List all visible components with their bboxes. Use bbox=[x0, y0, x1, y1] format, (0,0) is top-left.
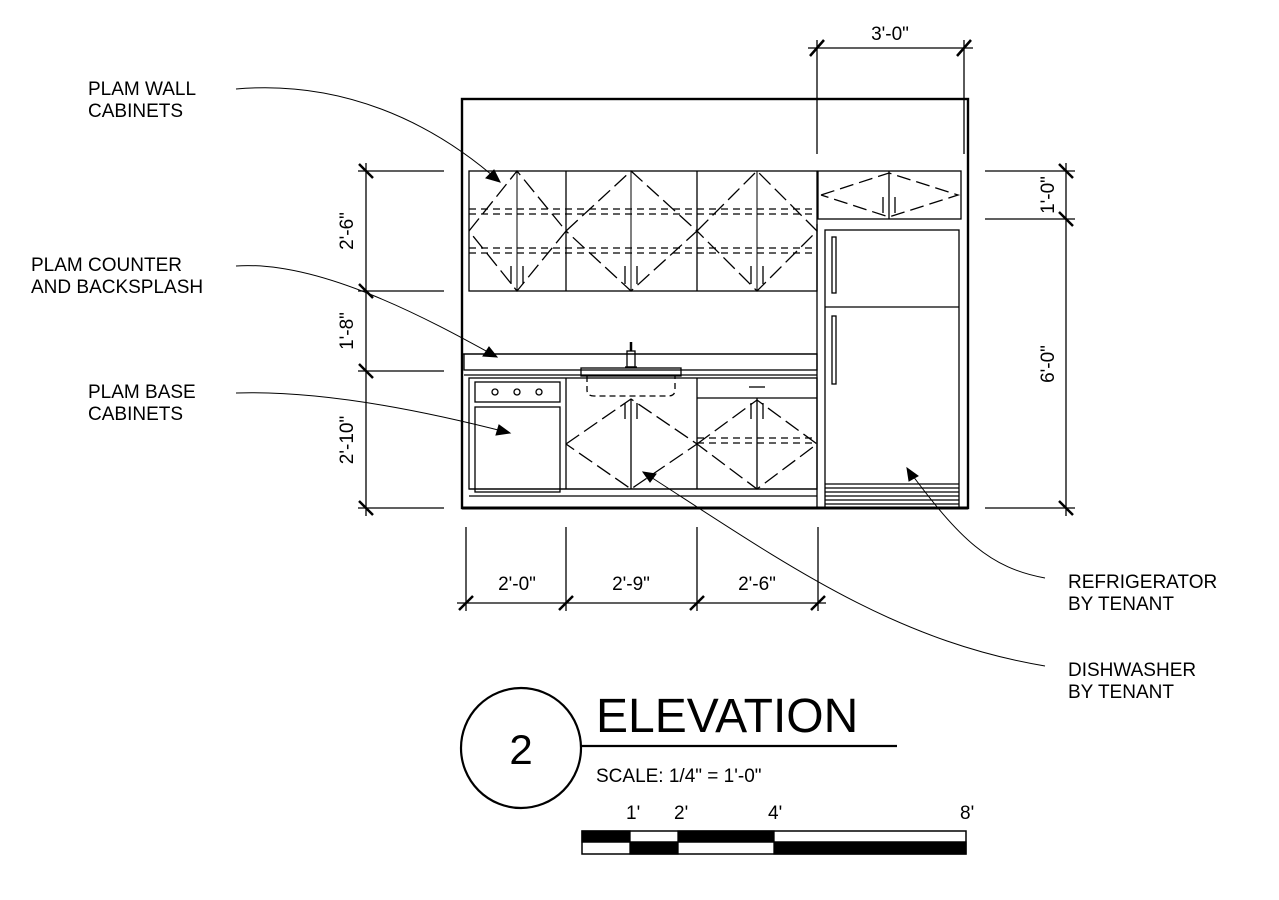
note-counter-1: PLAM COUNTER bbox=[31, 255, 182, 276]
dim-top-label: 3'-0" bbox=[871, 24, 909, 45]
drawing-scale: SCALE: 1/4" = 1'-0" bbox=[596, 766, 762, 787]
refrigerator bbox=[816, 224, 960, 509]
sink bbox=[580, 342, 682, 397]
note-dishwasher-2: BY TENANT bbox=[1068, 682, 1174, 703]
scale-bar-label-2: 2' bbox=[674, 803, 688, 824]
dim-bottom: 2'-0" 2'-9" 2'-6" bbox=[457, 527, 826, 611]
dim-counter-gap-label: 1'-8" bbox=[337, 312, 358, 350]
dim-top: 3'-0" bbox=[808, 24, 973, 154]
note-refrigerator-2: BY TENANT bbox=[1068, 594, 1174, 615]
scale-bar: 1' 2' 4' 8' bbox=[581, 803, 974, 855]
note-refrigerator-1: REFRIGERATOR bbox=[1068, 572, 1217, 593]
elevation-outline bbox=[460, 97, 970, 510]
title-block: 2 ELEVATION SCALE: 1/4" = 1'-0" bbox=[459, 686, 897, 810]
scale-bar-label-1: 1' bbox=[626, 803, 640, 824]
wall-cabinets bbox=[468, 169, 818, 293]
drawing-number-circle bbox=[459, 686, 583, 810]
drawing-number: 2 bbox=[509, 726, 532, 773]
dim-fridge-label: 6'-0" bbox=[1038, 345, 1059, 383]
sink-base-cabinet bbox=[565, 398, 699, 490]
dim-right: 1'-0" 6'-0" bbox=[985, 163, 1075, 516]
note-base-cabinets-2: CABINETS bbox=[88, 404, 183, 425]
note-wall-cabinets-2: CABINETS bbox=[88, 101, 183, 122]
dim-left: 2'-6" 1'-8" 2'-10" bbox=[337, 163, 444, 516]
scale-bar-label-4: 4' bbox=[768, 803, 782, 824]
note-base-cabinets-1: PLAM BASE bbox=[88, 382, 196, 403]
dishwasher bbox=[474, 381, 561, 493]
fridge-upper-cabinet bbox=[817, 170, 962, 220]
dim-bottom-1: 2'-0" bbox=[498, 574, 536, 595]
dim-bottom-2: 2'-9" bbox=[612, 574, 650, 595]
dim-upper-right-label: 1'-0" bbox=[1038, 176, 1059, 214]
drawer-base-cabinet bbox=[696, 386, 819, 490]
scale-bar-label-8: 8' bbox=[960, 803, 974, 824]
dim-wall-cab-label: 2'-6" bbox=[337, 212, 358, 250]
leaders bbox=[235, 87, 1046, 667]
dim-base-label: 2'-10" bbox=[337, 416, 358, 464]
counter-backsplash bbox=[462, 353, 818, 376]
dim-bottom-3: 2'-6" bbox=[738, 574, 776, 595]
notes: PLAM WALL CABINETS PLAM COUNTER AND BACK… bbox=[31, 79, 1217, 703]
note-wall-cabinets-1: PLAM WALL bbox=[88, 79, 196, 100]
note-dishwasher-1: DISHWASHER bbox=[1068, 660, 1196, 681]
note-counter-2: AND BACKSPLASH bbox=[31, 277, 203, 298]
drawing-title: ELEVATION bbox=[596, 690, 858, 743]
